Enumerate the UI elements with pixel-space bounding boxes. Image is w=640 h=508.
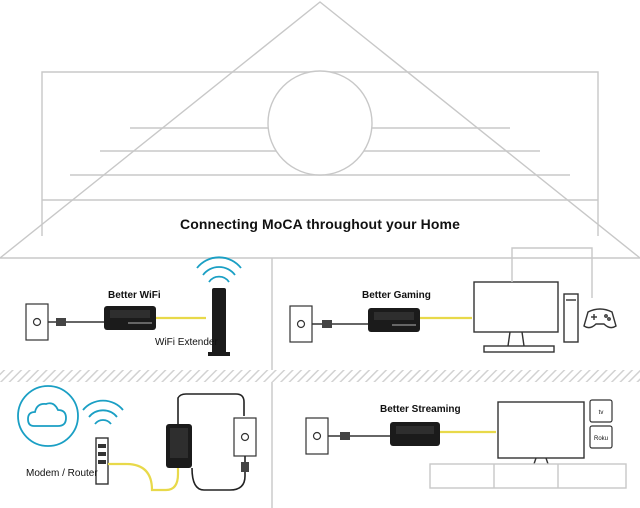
modem-router xyxy=(95,437,109,485)
gamepad-icon xyxy=(583,308,617,329)
wall-outlet xyxy=(233,417,257,457)
coax-connector xyxy=(322,320,332,328)
wifi-extender xyxy=(208,288,230,356)
coax-connector xyxy=(241,462,249,472)
console-cable xyxy=(511,247,593,298)
room-heading-gaming: Better Gaming xyxy=(362,290,431,301)
coax-connector xyxy=(56,318,66,326)
room-heading-wifi: Better WiFi xyxy=(108,290,161,301)
modem-router-label: Modem / Router xyxy=(26,468,98,479)
page-title: Connecting MoCA throughout your Home xyxy=(180,216,460,232)
game-console xyxy=(563,293,579,343)
coax-cable xyxy=(191,456,246,491)
ethernet-cable xyxy=(108,462,180,492)
streaming-box-appletv xyxy=(589,399,613,423)
room-heading-streaming: Better Streaming xyxy=(380,404,461,415)
cloud-icon xyxy=(17,385,79,447)
moca-adapter xyxy=(166,424,192,468)
coax-cable xyxy=(177,393,245,424)
roku-label: Roku xyxy=(594,436,608,442)
appletv-label: tv xyxy=(599,410,604,416)
wifi-signal-icon xyxy=(196,256,242,283)
moca-adapter xyxy=(104,306,156,330)
house-outline xyxy=(0,1,640,259)
moca-adapter xyxy=(368,308,420,332)
tv-monitor xyxy=(473,281,559,353)
wall-outlet xyxy=(305,417,329,455)
tv-monitor xyxy=(497,401,585,465)
floor-lines xyxy=(0,257,640,508)
wall-outlet xyxy=(25,303,49,341)
tv-stand xyxy=(429,463,627,489)
floor-divider-hatch xyxy=(0,370,640,382)
moca-adapter xyxy=(390,422,440,446)
wifi-signal-icon xyxy=(82,399,124,425)
wall-outlet xyxy=(289,305,313,343)
coax-connector xyxy=(340,432,350,440)
wifi-extender-label: WiFi Extender xyxy=(155,337,218,348)
streaming-box-roku xyxy=(589,425,613,449)
